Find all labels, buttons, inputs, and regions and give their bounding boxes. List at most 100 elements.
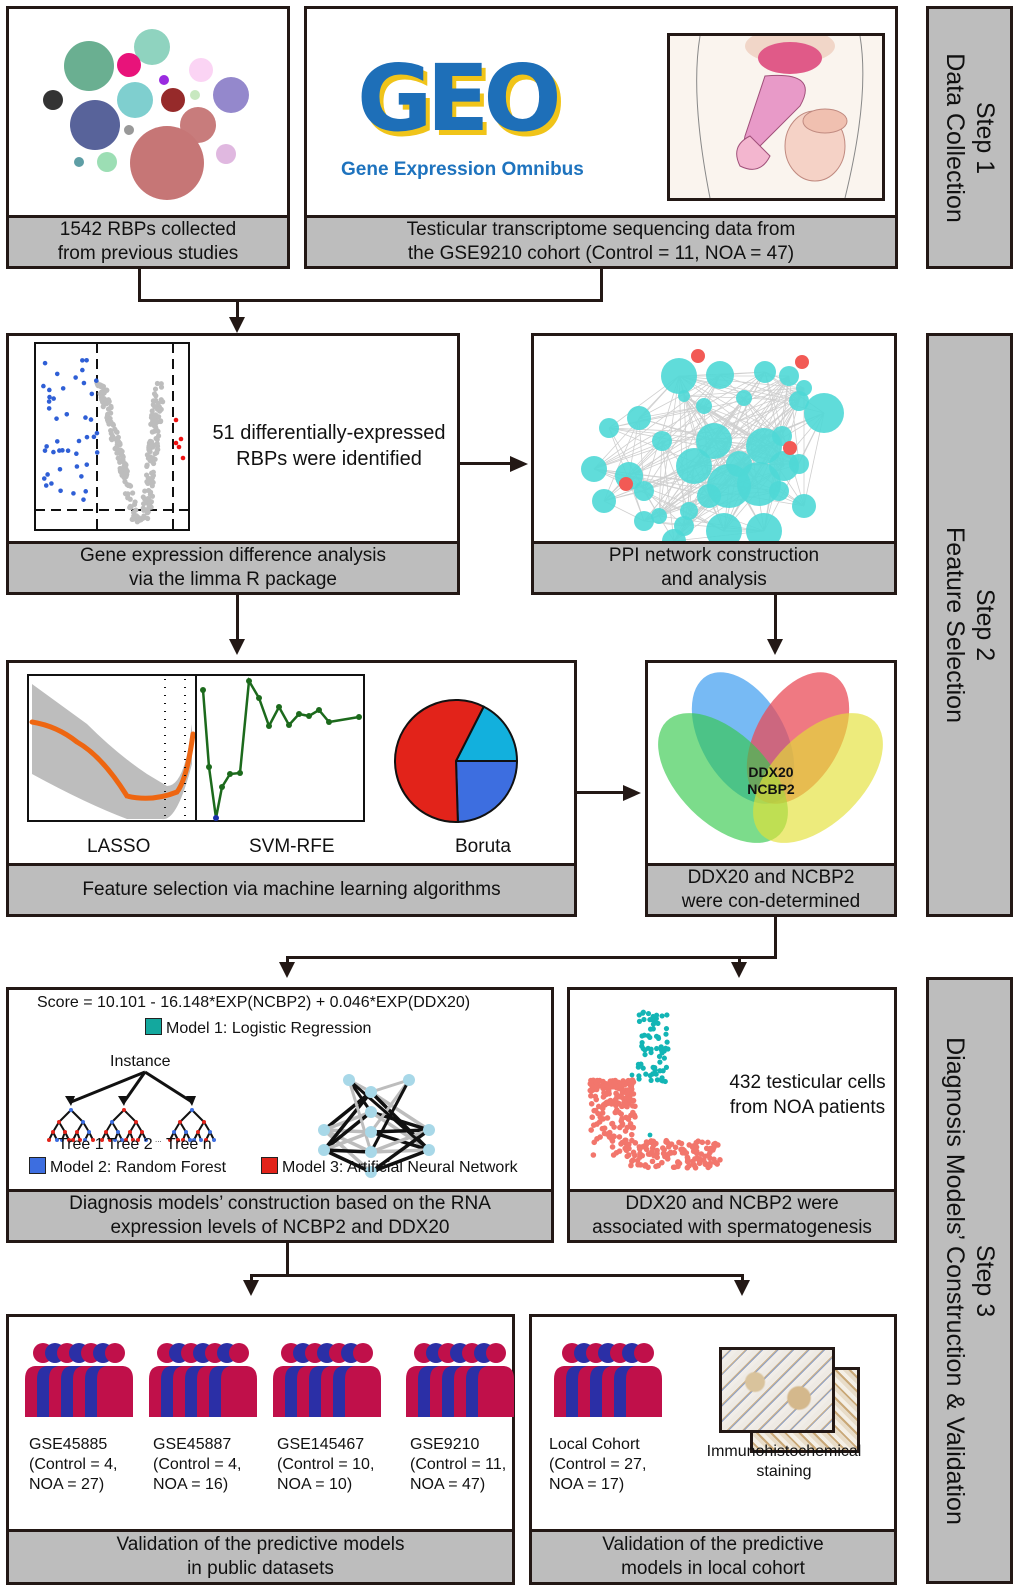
boruta-pie — [394, 699, 519, 824]
svm-line — [201, 677, 360, 819]
local-cohort-people-icon — [554, 1343, 662, 1417]
cell-point-somatic — [622, 1145, 628, 1152]
cell-point-somatic — [671, 1149, 678, 1156]
dataset-noa: NOA = 27) — [29, 1476, 105, 1493]
arrow-down-icon — [229, 639, 245, 655]
svm-point — [326, 719, 332, 725]
cell-point-somatic — [620, 1102, 627, 1109]
down-gene-point — [44, 444, 49, 449]
cell-point-somatic — [634, 1157, 641, 1164]
ppi-node — [678, 390, 690, 402]
ann-neuron — [423, 1144, 435, 1156]
dataset-name: GSE45885 — [29, 1436, 108, 1453]
rbps-panel: 1542 RBPs collected from previous studie… — [6, 6, 290, 269]
ihc-label: Immunohistochemical staining — [704, 1442, 864, 1482]
down-gene-point — [94, 450, 100, 455]
local-cohort-text: Local Cohort (Control = 27, NOA = 17) — [549, 1435, 646, 1495]
result-line: 432 testicular cells — [729, 1072, 886, 1093]
connector — [286, 956, 289, 964]
cell-point-somatic — [642, 1162, 649, 1168]
down-gene-point — [74, 464, 80, 469]
cell-point-somatic — [637, 1162, 644, 1168]
dataset-label: GSE45885 (Control = 4, NOA = 27) — [29, 1435, 117, 1495]
tree-node — [212, 1138, 216, 1142]
cell-point-somatic — [653, 1163, 659, 1170]
cell-point-somatic — [591, 1107, 597, 1114]
geo-caption-line1: Testicular transcriptome sequencing data… — [406, 219, 796, 240]
ann-edge — [323, 1148, 372, 1154]
down-gene-point — [84, 358, 89, 363]
rbps-caption-line1: 1542 RBPs collected — [59, 219, 237, 240]
result-line: from NOA patients — [729, 1097, 886, 1118]
tree-node — [87, 1130, 91, 1134]
cell-point-spermatogenic — [659, 1013, 665, 1019]
ann-edge — [347, 1079, 373, 1113]
tree-node — [47, 1138, 51, 1142]
up-gene-point — [173, 417, 179, 423]
cell-point-somatic — [649, 1158, 656, 1165]
svm-point — [356, 714, 362, 720]
ann-neuron — [365, 1086, 377, 1098]
ppi-edge — [678, 375, 783, 437]
limma-panel: 51 differentially-expressed RBPs were id… — [6, 333, 460, 595]
population-people-icon — [406, 1343, 514, 1417]
tree-node — [60, 1138, 64, 1142]
arrow-head-icon — [186, 1096, 196, 1106]
public-caption-line2: in public datasets — [187, 1558, 334, 1579]
down-gene-point — [47, 394, 52, 400]
down-gene-point — [80, 367, 85, 373]
bubble — [189, 58, 213, 82]
cell-point-somatic — [679, 1146, 686, 1153]
svm-point — [276, 704, 282, 710]
down-gene-point — [41, 383, 46, 389]
cohort-name: Local Cohort — [549, 1436, 640, 1453]
gene-point — [153, 442, 159, 448]
gene-point — [150, 460, 157, 467]
arrow-line — [70, 1070, 146, 1104]
cell-point-somatic — [629, 1158, 635, 1165]
down-gene-point — [83, 415, 88, 420]
geo-caption-line2: the GSE9210 cohort (Control = 11, NOA = … — [407, 243, 795, 264]
dataset-noa: NOA = 47) — [410, 1476, 486, 1493]
ppi-node — [789, 391, 809, 411]
cell-point-somatic — [623, 1114, 629, 1121]
plot-frame — [195, 674, 365, 822]
models-caption-line2: expression levels of NCBP2 and DDX20 — [110, 1217, 450, 1238]
gene-point — [99, 383, 105, 389]
gene-point — [147, 499, 153, 505]
tree-node — [100, 1138, 104, 1142]
tree-node — [81, 1120, 85, 1124]
bubble — [117, 53, 141, 77]
cell-point-somatic — [650, 1142, 657, 1149]
ppi-node — [651, 508, 667, 524]
venn-panel: DDX20 NCBP2 DDX20 and NCBP2 were con-det… — [645, 660, 897, 917]
bubble — [74, 157, 84, 167]
cell-point-somatic — [668, 1141, 675, 1147]
ppi-edge — [683, 395, 765, 532]
down-gene-point — [54, 416, 59, 421]
cell-point-somatic — [702, 1153, 708, 1160]
cell-point-somatic — [717, 1157, 723, 1163]
down-gene-point — [54, 439, 60, 444]
dataset-control: (Control = 4, — [29, 1456, 118, 1473]
geo-panel: GEO Gene Expression Omnibus Testicular t… — [304, 6, 898, 269]
tree-node — [124, 1138, 128, 1142]
down-gene-point — [76, 438, 82, 444]
ppi-node — [680, 502, 698, 520]
cell-point-spermatogenic — [649, 1017, 655, 1023]
ppi-edge — [593, 405, 705, 470]
population-people-icon — [25, 1343, 133, 1417]
tree-node — [110, 1120, 114, 1124]
gene-point — [117, 459, 123, 465]
cell-point-somatic — [596, 1077, 603, 1084]
gene-point — [122, 479, 128, 485]
boruta-slice-rejected — [394, 699, 486, 823]
ann-neuron — [318, 1124, 330, 1136]
cell-point-spermatogenic — [629, 1072, 635, 1078]
cell-point-somatic — [616, 1134, 623, 1140]
bubble — [97, 152, 117, 172]
tree-node — [204, 1138, 208, 1142]
gene-point — [99, 397, 105, 403]
model-3-swatch — [261, 1157, 278, 1174]
